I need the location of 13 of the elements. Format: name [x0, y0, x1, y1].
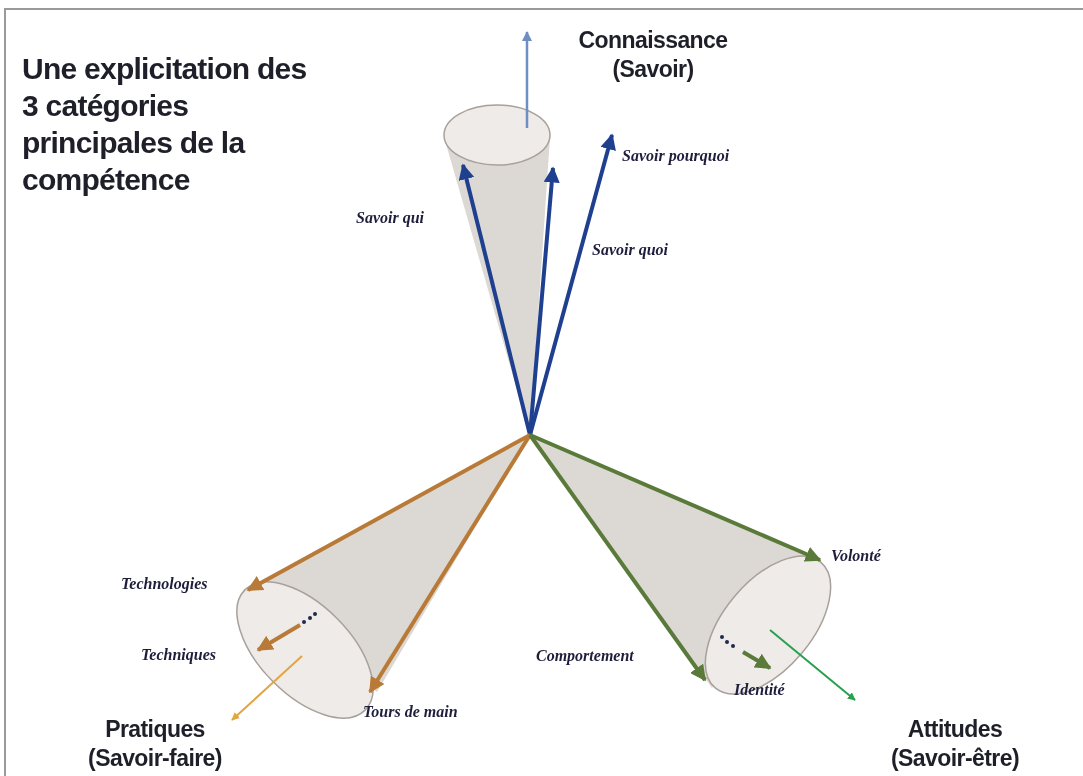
arrow-label: Savoir pourquoi [622, 146, 731, 166]
title: Une explicitation des 3 catégories principales de la compétence [22, 51, 308, 198]
arrow-label: Techniques [141, 645, 217, 665]
arrow-label: Tours de main [363, 702, 459, 722]
arrow-label: Savoir qui [356, 208, 425, 228]
category-label: Attitudes (Savoir-être) [890, 715, 1020, 773]
category-label: Connaissance (Savoir) [577, 26, 729, 84]
arrow-label: Comportement [536, 646, 635, 666]
arrow-label: Savoir quoi [592, 240, 669, 260]
arrow-label: Identité [734, 680, 786, 700]
arrow-label: Volonté [831, 546, 882, 566]
category-label: Pratiques (Savoir-faire) [87, 715, 223, 773]
arrow-label: Technologies [121, 574, 209, 594]
